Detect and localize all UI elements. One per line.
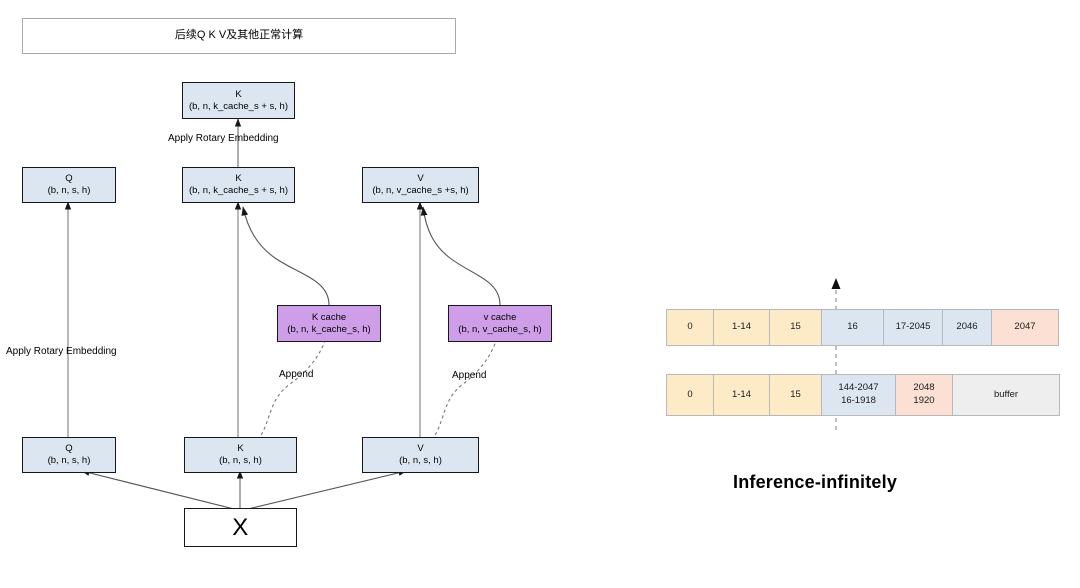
sequence-cell-text: 2047 [1014,321,1036,333]
edge-label-append-k: Append [279,369,314,380]
sequence-cell-text: 1-14 [731,321,751,333]
node-q-bot-shape: (b, n, s, h) [47,455,91,466]
sequence-cell: 15 [769,309,822,346]
node-k-cache-title: K cache [311,311,347,323]
edge-append-k [257,329,330,441]
node-q-mid: Q (b, n, s, h) [22,167,116,203]
node-v-mid: V (b, n, v_cache_s +s, h) [362,167,479,203]
node-k-mid-shape: (b, n, k_cache_s + s, h) [188,185,288,196]
node-k-top-shape: (b, n, k_cache_s + s, h) [188,100,288,112]
edge-kcache-to-k-mid [241,206,330,306]
node-q-bot-title: Q [65,443,73,455]
sequence-cell-subtext: 1920 [913,395,935,406]
node-v-bot: V (b, n, s, h) [362,437,479,473]
sequence-cell: 16 [821,309,884,346]
sequence-cell: 15 [769,374,822,416]
sequence-cell: 2046 [942,309,992,346]
sequence-cell-text: 15 [790,321,801,333]
sequence-cell: 1-14 [713,309,770,346]
edge-x-to-v [243,469,407,511]
sequence-cell-text: 1-14 [731,388,751,400]
node-v-cache-shape: (b, n, v_cache_s, h) [458,323,542,335]
sequence-pointer-arrow [831,278,841,289]
node-x-input-title: X [232,513,249,541]
node-q-mid-shape: (b, n, s, h) [47,185,91,196]
sequence-cell: buffer [952,374,1060,416]
edge-label-append-v: Append [452,370,487,381]
node-k-top: K (b, n, k_cache_s + s, h) [182,82,295,119]
header-box: 后续Q K V及其他正常计算 [22,18,456,54]
node-v-cache-title: v cache [483,311,517,323]
sequence-cell: 0 [666,309,714,346]
sequence-cell-text: buffer [993,388,1019,400]
node-q-mid-title: Q [65,173,73,185]
sequence-cell-subtext: 16-1918 [841,395,876,406]
edge-append-v [431,329,501,441]
sequence-caption: Inference-infinitely [733,472,898,492]
node-v-cache: v cache (b, n, v_cache_s, h) [448,305,552,342]
sequence-cell: 17-2045 [883,309,943,346]
node-k-mid-title: K [235,173,242,185]
sequence-cell-text: 15 [790,388,801,400]
sequence-cell-text: 17-2045 [895,321,931,333]
node-q-bot: Q (b, n, s, h) [22,437,116,473]
node-k-bot-title: K [237,443,244,455]
sequence-cell-text: 0 [687,321,693,333]
sequence-cell-text: 2046 [956,321,978,333]
node-k-mid: K (b, n, k_cache_s + s, h) [182,167,295,203]
sequence-row-original: 0 1-14 15 16 17-2045 2046 2047 [666,309,1059,346]
edge-vcache-to-v-mid [420,206,501,306]
node-v-mid-title: V [417,173,424,185]
node-v-bot-title: V [417,443,424,455]
node-k-bot-shape: (b, n, s, h) [219,455,262,466]
sequence-cell: 2047 [991,309,1059,346]
node-k-cache: K cache (b, n, k_cache_s, h) [277,305,381,342]
edge-label-rope-top: Apply Rotary Embedding [168,133,279,144]
sequence-cell-text: 16 [847,321,858,333]
node-v-bot-shape: (b, n, s, h) [399,455,442,466]
node-k-top-title: K [235,88,242,100]
sequence-cell-text: 0 [687,388,693,400]
node-x-input: X [184,508,297,547]
sequence-cell-text: 2048 [913,382,935,394]
sequence-cell: 0 [666,374,714,416]
edge-x-to-q [81,469,239,511]
edge-label-rope-left: Apply Rotary Embedding [6,346,117,357]
sequence-cell-text: 144-2047 [838,382,879,394]
sequence-cell: 1-14 [713,374,770,416]
node-k-cache-shape: (b, n, k_cache_s, h) [287,323,371,335]
node-k-bot: K (b, n, s, h) [184,437,297,473]
header-box-label: 后续Q K V及其他正常计算 [174,29,304,42]
node-v-mid-shape: (b, n, v_cache_s +s, h) [372,185,469,196]
